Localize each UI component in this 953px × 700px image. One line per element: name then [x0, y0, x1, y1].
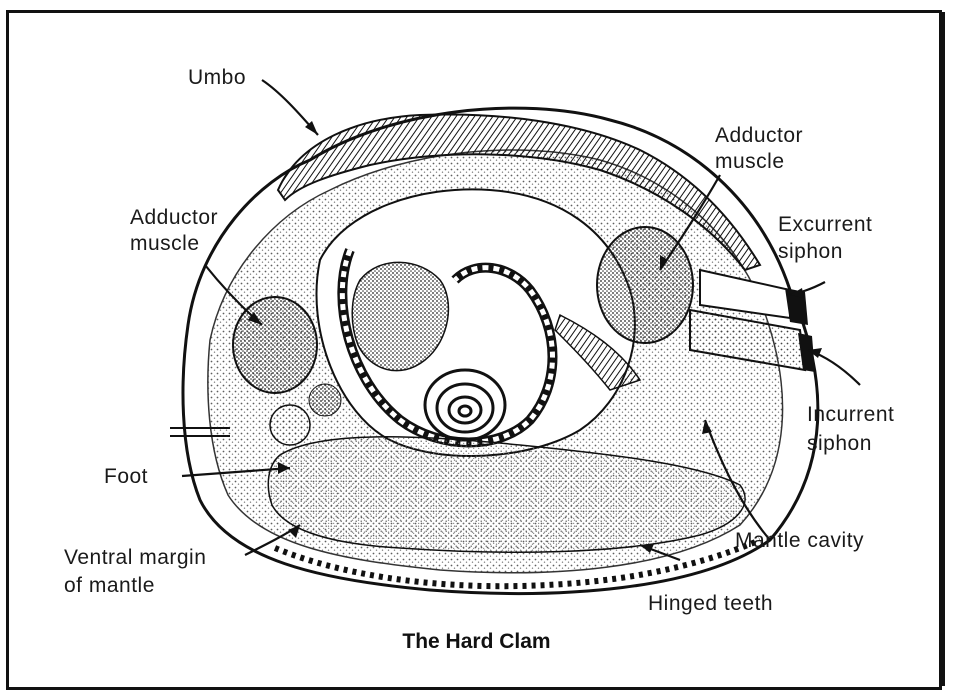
- label-excurrent-2: siphon: [778, 240, 843, 264]
- label-incurrent-1: Incurrent: [807, 403, 894, 427]
- label-adductor-left-2: muscle: [130, 232, 200, 256]
- diagram-title: The Hard Clam: [0, 630, 953, 654]
- label-adductor-left-1: Adductor: [130, 206, 218, 230]
- label-adductor-right-2: muscle: [715, 150, 785, 174]
- label-foot: Foot: [104, 465, 148, 489]
- label-hinged-teeth: Hinged teeth: [648, 592, 773, 616]
- label-mantle-cavity: Mantle cavity: [735, 529, 864, 553]
- label-ventral-1: Ventral margin: [64, 546, 206, 570]
- label-ventral-2: of mantle: [64, 574, 155, 598]
- label-excurrent-1: Excurrent: [778, 213, 872, 237]
- adductor-left: [233, 297, 317, 393]
- adductor-right: [597, 227, 693, 343]
- label-umbo: Umbo: [188, 66, 246, 90]
- label-incurrent-2: siphon: [807, 432, 872, 456]
- label-adductor-right-1: Adductor: [715, 124, 803, 148]
